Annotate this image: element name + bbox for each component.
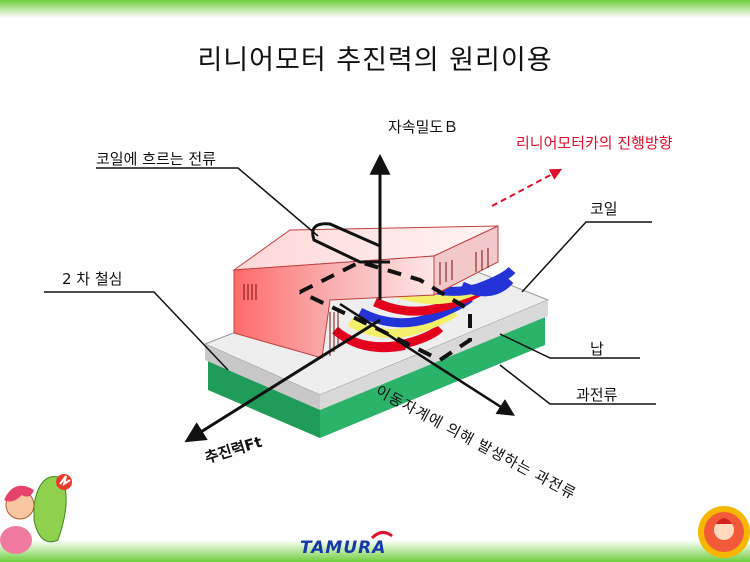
page-title: 리니어모터 추진력의 원리이용 [197,45,553,76]
badge-illustration [698,506,750,558]
eddy-path-arrow [339,302,515,416]
base-slab [208,315,545,438]
label-flux-density: 자속밀도Ｂ [388,118,459,136]
coil-current-loop [311,222,390,264]
label-lead: 납 [590,340,604,358]
eddy-current-loop [299,259,472,363]
label-secondary-core: 2 차 철심 [62,270,123,288]
thrust-arrow [184,318,381,443]
label-motion-direction: 리니어모터카의 진행방향 [516,134,673,152]
motion-arrow [491,168,563,207]
coil-front [335,276,514,353]
label-eddy-current: 과전류 [576,386,618,404]
label-coil-current: 코일에 흐르는 전류 [96,150,216,168]
top-border [0,0,750,18]
logo-mark [370,531,393,540]
mascot-illustration [0,474,72,554]
leader-lines [44,167,656,405]
tamura-logo: TAMURA [300,538,387,558]
bottom-border [0,540,750,562]
label-coil: 코일 [590,200,618,218]
